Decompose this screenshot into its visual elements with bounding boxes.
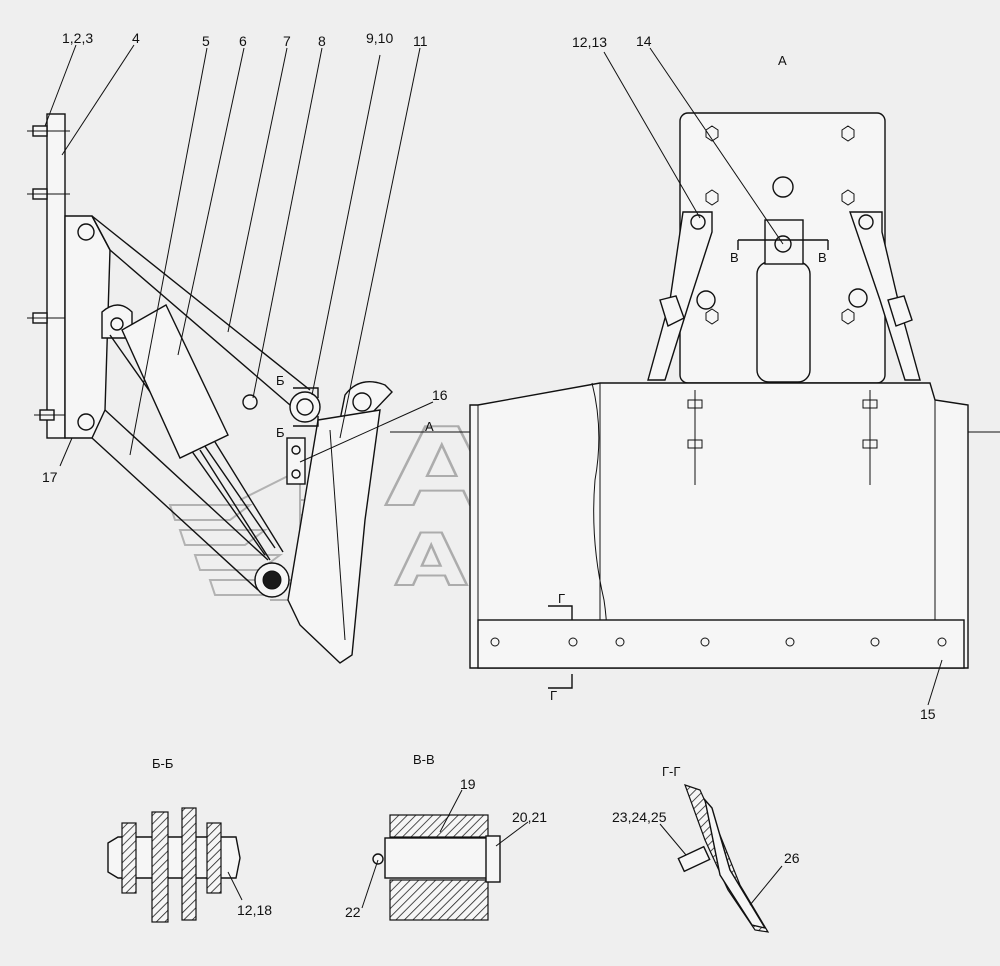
link-pin-8 bbox=[242, 394, 258, 410]
front-link-right-pin bbox=[858, 214, 874, 230]
bracket-hole-bottom bbox=[77, 413, 95, 431]
bb-plate-4 bbox=[206, 822, 222, 894]
blade-hook-pin bbox=[352, 392, 372, 412]
bracket-16-hole-b bbox=[291, 469, 301, 479]
pivot-roller-lower-inner bbox=[262, 570, 282, 590]
front-plate-hole-left bbox=[696, 290, 716, 310]
vv-washer-right bbox=[485, 835, 501, 883]
callout-23-24-25: 23,24,25 bbox=[612, 809, 667, 825]
leader-lines bbox=[44, 44, 943, 909]
section-g-label-top: Г bbox=[558, 591, 565, 606]
callout-9-10: 9,10 bbox=[366, 30, 393, 46]
front-link-right-clip bbox=[887, 295, 913, 327]
callout-16: 16 bbox=[432, 387, 448, 403]
front-view: А В В bbox=[469, 53, 969, 703]
callout-11: 11 bbox=[413, 33, 428, 49]
vv-nut-left bbox=[372, 853, 384, 865]
vv-block-bottom bbox=[389, 879, 489, 921]
callout-22: 22 bbox=[345, 904, 361, 920]
section-gg-drawing: Г-Г bbox=[662, 764, 770, 933]
bb-plate-2 bbox=[151, 811, 169, 923]
view-a-arrow-label: А bbox=[425, 419, 434, 434]
callout-8: 8 bbox=[318, 33, 326, 49]
front-plate-bolts bbox=[705, 125, 855, 325]
callout-6: 6 bbox=[239, 33, 247, 49]
callout-20-21: 20,21 bbox=[512, 809, 547, 825]
section-b-label-bottom: Б bbox=[276, 425, 285, 440]
cutting-edge-holes bbox=[490, 637, 947, 647]
blade-profile bbox=[287, 409, 381, 664]
callout-17: 17 bbox=[42, 469, 58, 485]
front-cylinder bbox=[756, 261, 811, 383]
mount-bolts bbox=[27, 125, 74, 421]
callout-1-2-3: 1,2,3 bbox=[62, 30, 93, 46]
section-g-mark-top bbox=[548, 605, 573, 620]
hydraulic-cylinder bbox=[121, 304, 229, 459]
callout-5: 5 bbox=[202, 33, 210, 49]
section-b-label-top: Б bbox=[276, 373, 285, 388]
cylinder-rod bbox=[199, 441, 284, 561]
section-vv-title: В-В bbox=[413, 752, 435, 767]
section-g-mark-bottom bbox=[548, 674, 573, 689]
gg-edge-profile bbox=[703, 797, 767, 930]
upper-arm bbox=[91, 215, 311, 406]
callout-labels: 1,2,3 4 5 6 7 8 9,10 11 12,13 14 16 17 1… bbox=[42, 30, 936, 920]
section-v-label-left: В bbox=[730, 250, 739, 265]
section-v-label-right: В bbox=[818, 250, 827, 265]
blade-inner-line bbox=[329, 429, 346, 641]
front-plate-center-hole bbox=[772, 176, 794, 198]
section-bb-title: Б-Б bbox=[152, 756, 173, 771]
vv-pin bbox=[384, 837, 496, 879]
callout-12-18: 12,18 bbox=[237, 902, 272, 918]
side-view: Б Б А bbox=[27, 113, 1000, 664]
callout-15: 15 bbox=[920, 706, 936, 722]
blade-bolts bbox=[687, 390, 878, 485]
callout-4: 4 bbox=[132, 30, 140, 46]
bracket-hole-top bbox=[77, 223, 95, 241]
front-link-left-pin bbox=[690, 214, 706, 230]
section-g-label-bottom: Г bbox=[550, 688, 557, 703]
cylinder-ear-pin bbox=[110, 317, 124, 331]
callout-26: 26 bbox=[784, 850, 800, 866]
section-v-mark bbox=[737, 239, 829, 250]
section-bb-drawing: Б-Б bbox=[107, 756, 241, 923]
callout-19: 19 bbox=[460, 776, 476, 792]
lower-arm bbox=[91, 409, 269, 591]
view-a-title: А bbox=[778, 53, 787, 68]
cutting-edge bbox=[477, 619, 965, 669]
mount-plate bbox=[46, 113, 66, 439]
front-plate-hole-right bbox=[848, 288, 868, 308]
section-b-mark-top bbox=[293, 387, 319, 398]
vv-block-top bbox=[389, 814, 489, 838]
callout-14: 14 bbox=[636, 33, 652, 49]
callout-7: 7 bbox=[283, 33, 291, 49]
bracket-16-hole-a bbox=[291, 445, 301, 455]
pivot-roller-upper-inner bbox=[296, 398, 314, 416]
front-link-right bbox=[849, 211, 921, 381]
section-gg-title: Г-Г bbox=[662, 764, 680, 779]
bb-plate-3 bbox=[181, 807, 197, 921]
bb-plate-1 bbox=[121, 822, 137, 894]
section-vv-drawing: В-В bbox=[372, 752, 501, 921]
gg-bolt bbox=[677, 845, 711, 873]
front-link-left-clip bbox=[659, 295, 685, 327]
section-b-mark-bottom bbox=[293, 416, 319, 427]
callout-12-13: 12,13 bbox=[572, 34, 607, 50]
